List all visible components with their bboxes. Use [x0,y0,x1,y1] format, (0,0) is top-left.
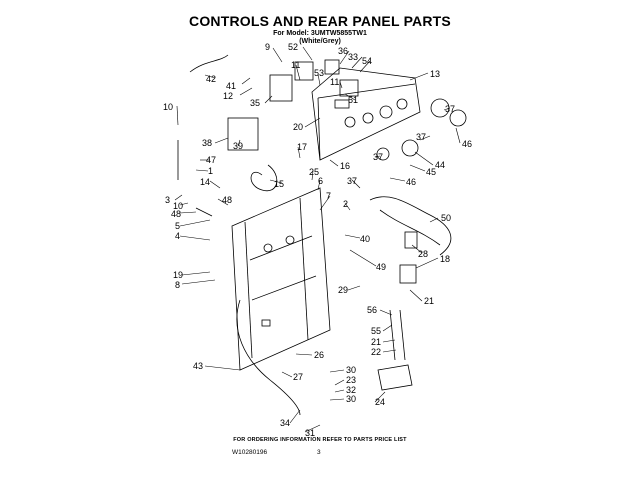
knob-37-a [430,98,450,118]
control-console [311,67,421,161]
callout: 50 [441,213,451,223]
callout: 22 [371,347,381,357]
callout: 38 [202,138,212,148]
callout: 45 [426,167,436,177]
document-number: W10280196 [232,449,268,456]
callout: 17 [297,142,307,152]
knob-37-c [376,147,390,161]
callout: 24 [375,397,385,407]
callout: 21 [371,337,381,347]
callout: 48 [222,195,232,205]
drain-pump [377,364,413,391]
callout: 35 [250,98,260,108]
callout: 46 [462,139,472,149]
callout: 40 [360,234,370,244]
callout: 2 [343,199,348,209]
callout: 20 [293,122,303,132]
callout: 28 [418,249,428,259]
junction-box [227,117,259,151]
callout: 46 [406,177,416,187]
callout: 11 [330,77,339,87]
timer-block [269,74,293,102]
power-cord [250,164,278,192]
callout: 1 [208,166,213,176]
callout: 33 [348,52,358,62]
callout: 43 [193,361,203,371]
callout: 15 [274,179,284,189]
page-number: 3 [317,449,321,456]
rear-panel [231,187,331,371]
leader-lines [174,46,461,433]
callout: 47 [206,155,216,165]
drain-hose [236,299,301,416]
callout: 37 [347,176,357,186]
knob-44 [401,139,419,157]
callout: 49 [376,262,386,272]
callout: 30 [346,394,356,404]
knob-37-b [449,109,467,127]
callout: 39 [233,141,243,151]
callout: 37 [445,104,455,114]
color-line: (White/Grey) [299,38,341,45]
callout: 34 [280,418,290,428]
callout: 18 [440,254,450,264]
callout: 55 [371,326,381,336]
callout: 37 [416,132,426,142]
callout: 56 [367,305,377,315]
model-line: For Model: 3UMTW5855TW1 [273,30,367,37]
callout: 30 [346,365,356,375]
callout: 23 [346,375,356,385]
callout: 25 [309,167,319,177]
callout: 9 [265,42,270,52]
callout: 14 [200,177,210,187]
page-title: CONTROLS AND REAR PANEL PARTS [189,13,451,29]
callout: 5 [175,221,180,231]
callout: 44 [435,160,445,170]
callout: 6 [318,176,323,186]
water-valve [399,264,417,284]
callout: 3 [165,195,170,205]
callout: 31 [305,428,315,438]
callout: 54 [362,56,372,66]
callout: 12 [223,91,233,101]
cord-42 [189,54,229,73]
callout: 4 [175,231,180,241]
callout-labels: 52 36 9 33 54 11 53 42 41 12 11 51 13 35… [163,42,472,438]
callout: 10 [163,102,173,112]
callout: 21 [424,296,434,306]
callout: 13 [430,69,440,79]
callout: 48 [171,209,181,219]
switch-51 [339,79,359,97]
callout: 41 [226,81,236,91]
callout: 10 [173,201,183,211]
callout: 29 [338,285,348,295]
switch-36 [324,59,340,75]
callout: 11 [291,60,300,70]
callout: 8 [175,280,180,290]
callout: 32 [346,385,356,395]
switch-52 [294,61,314,81]
ordering-note: FOR ORDERING INFORMATION REFER TO PARTS … [233,437,407,443]
callout: 26 [314,350,324,360]
callout: 42 [206,74,216,84]
callout: 52 [288,42,298,52]
callout: 36 [338,46,348,56]
callout: 19 [173,270,183,280]
callout: 37 [373,152,383,162]
callout: 53 [314,68,324,78]
wire-harness [369,196,452,256]
callout: 27 [293,372,303,382]
callout: 7 [326,191,331,201]
callout: 51 [348,95,358,105]
callout: 16 [340,161,350,171]
